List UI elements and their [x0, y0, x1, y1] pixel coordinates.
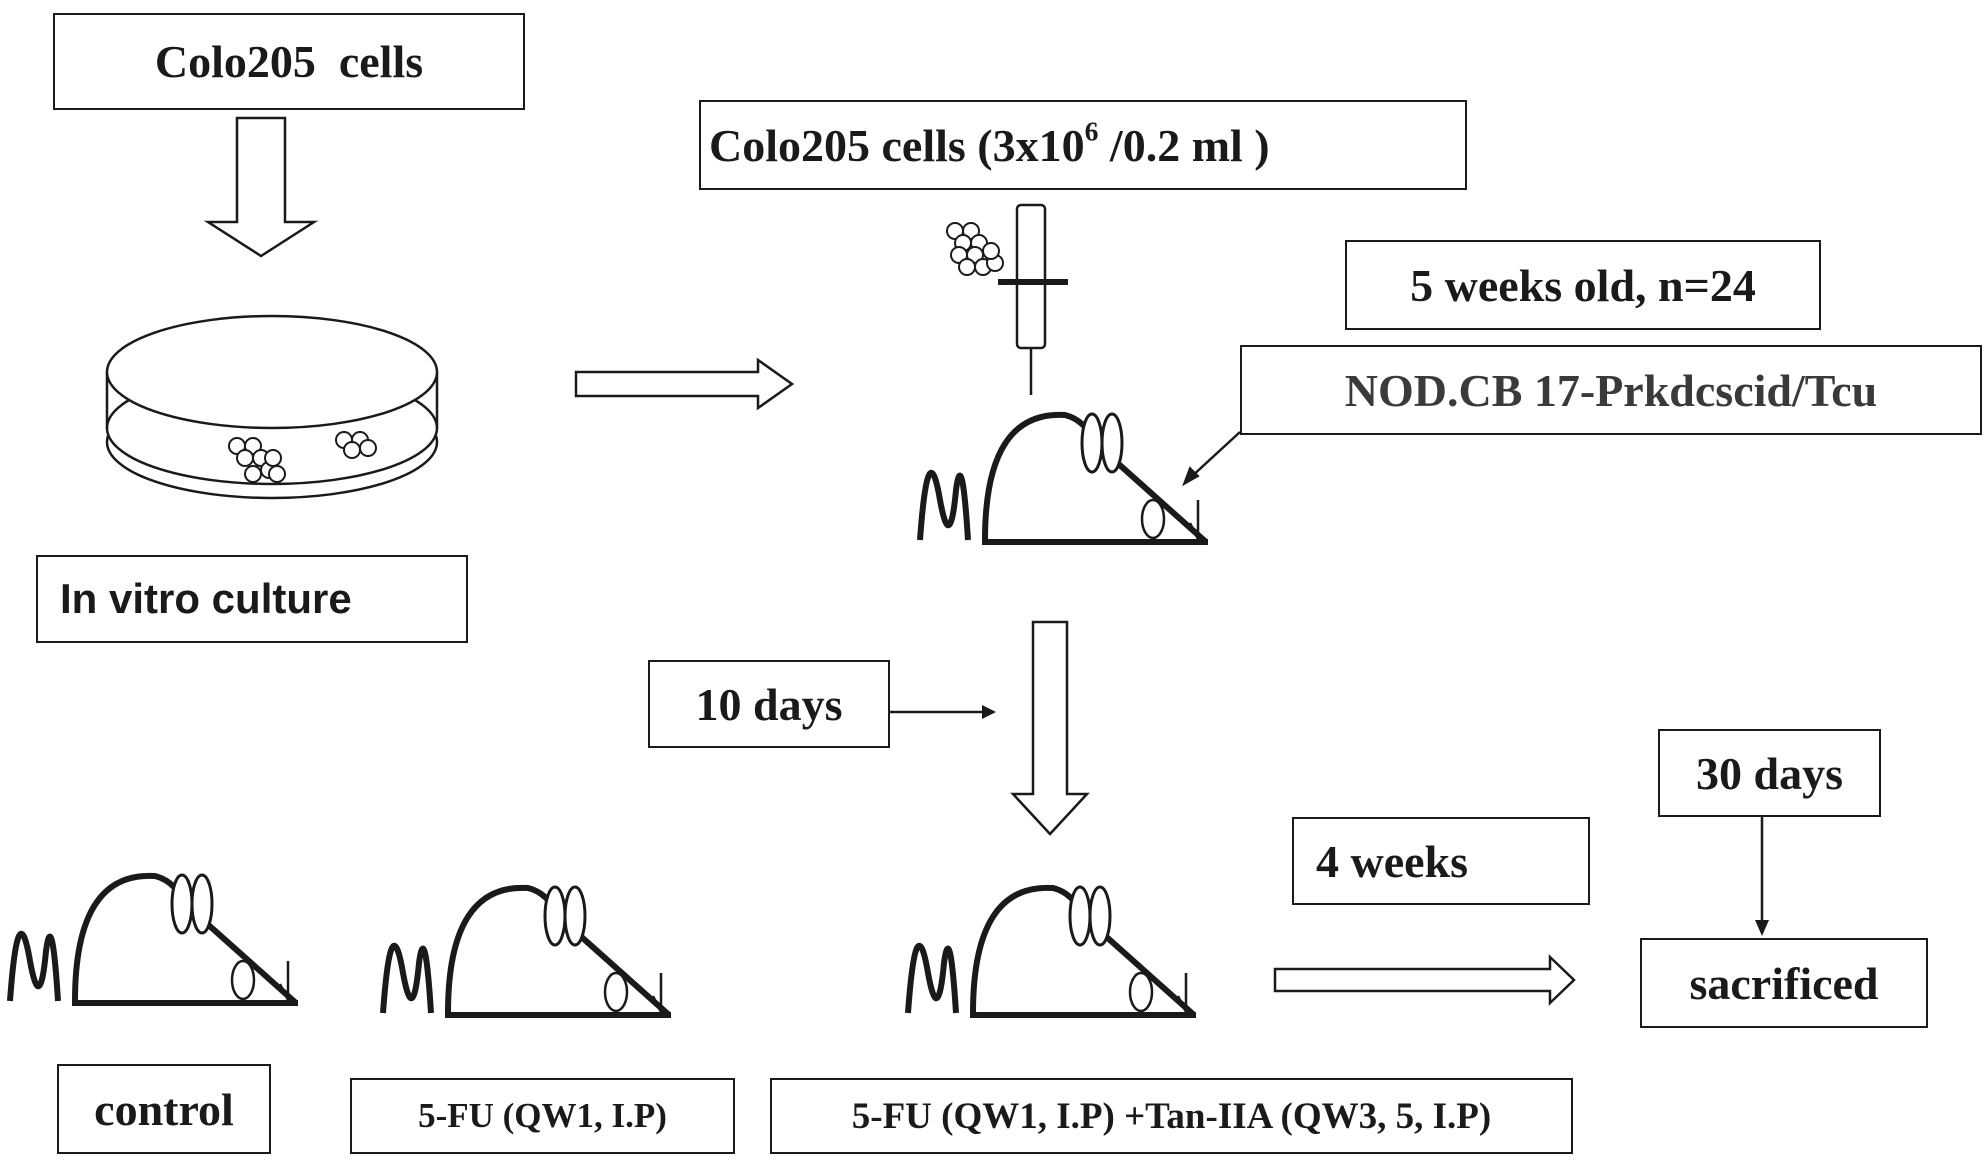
ten-days-box: 10 days [648, 660, 890, 748]
strain-label: NOD.CB 17-Prkdcscid/Tcu [1344, 364, 1878, 416]
strain-box: NOD.CB 17-Prkdcscid/Tcu [1240, 345, 1982, 435]
cell-cluster-icon [946, 222, 1004, 276]
four-weeks-box: 4 weeks [1292, 817, 1590, 905]
fu-group-box: 5-FU (QW1, I.P) [350, 1078, 735, 1154]
mouse-icon [10, 875, 298, 1003]
injection-label: Colo205 cells (3x106 /0.2 ml ) [709, 117, 1270, 172]
injection-label-exponent: 6 [1084, 114, 1099, 146]
down-arrow-icon [1010, 620, 1090, 836]
combo-group-box: 5-FU (QW1, I.P) +Tan-IIA (QW3, 5, I.P) [770, 1078, 1573, 1154]
sacrificed-box: sacrificed [1640, 938, 1928, 1028]
injection-label-suffix: /0.2 ml ) [1098, 119, 1270, 171]
colo205-cells-box: Colo205 cells [53, 13, 525, 110]
down-pointer-arrow-icon [1755, 817, 1769, 936]
combo-group-label: 5-FU (QW1, I.P) +Tan-IIA (QW3, 5, I.P) [851, 1095, 1492, 1137]
right-arrow-icon [574, 357, 795, 411]
petri-dish-icon [105, 314, 439, 500]
down-arrow-icon [203, 116, 319, 258]
sacrificed-label: sacrificed [1689, 957, 1879, 1009]
mouse-icon [383, 887, 671, 1015]
in-vitro-culture-label: In vitro culture [60, 575, 352, 622]
injection-label-prefix: Colo205 cells (3x10 [709, 119, 1085, 171]
mice-info-label: 5 weeks old, n=24 [1410, 259, 1756, 311]
thirty-days-box: 30 days [1658, 729, 1881, 817]
in-vitro-culture-box: In vitro culture [36, 555, 468, 643]
ten-days-label: 10 days [695, 678, 843, 730]
thirty-days-label: 30 days [1696, 747, 1843, 799]
control-group-label: control [94, 1083, 234, 1135]
syringe-icon [998, 203, 1068, 395]
mouse-icon [908, 887, 1196, 1015]
mice-info-box: 5 weeks old, n=24 [1345, 240, 1821, 330]
four-weeks-label: 4 weeks [1316, 835, 1469, 887]
fu-group-label: 5-FU (QW1, I.P) [418, 1096, 667, 1135]
day-pointer-arrow-icon [890, 705, 996, 719]
pointer-arrow-icon [1182, 431, 1241, 487]
injection-box: Colo205 cells (3x106 /0.2 ml ) [699, 100, 1467, 190]
mouse-icon [920, 414, 1208, 542]
right-arrow-icon [1273, 954, 1576, 1006]
colo205-cells-label: Colo205 cells [154, 36, 424, 87]
control-group-box: control [57, 1064, 271, 1154]
